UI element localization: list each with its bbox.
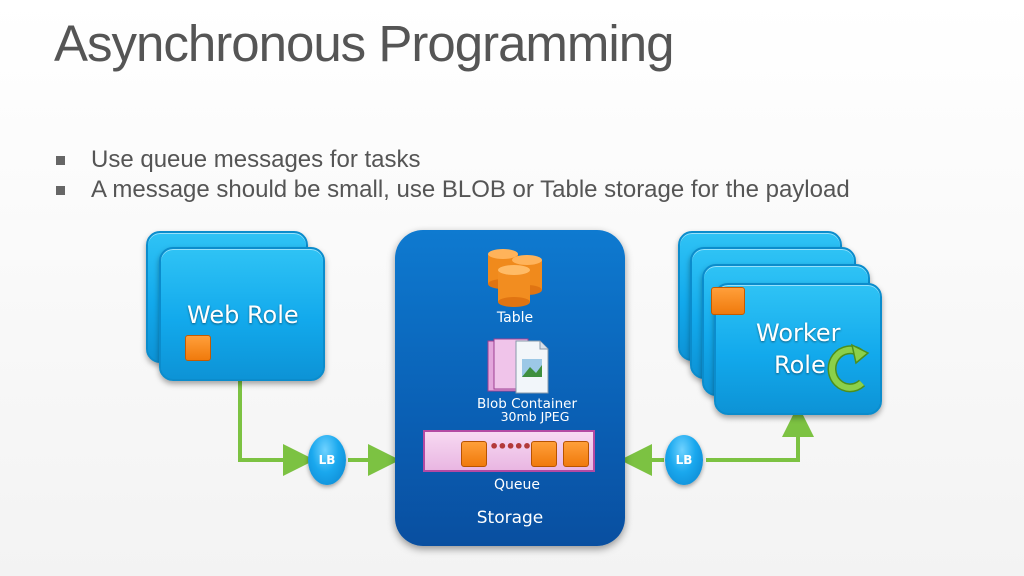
bullet-text: A message should be small, use BLOB or T… [91,176,850,203]
web-role-instance-icon [185,335,211,361]
bullet-text: Use queue messages for tasks [91,146,421,173]
storage-label: Storage [476,508,544,528]
web-to-lb-arrow [238,378,315,476]
blob-container-label: Blob Container [476,396,578,412]
worker-role-label-line2: Role [774,351,826,379]
queue-message-icon [531,441,557,467]
load-balancer-right: LB [665,435,703,485]
worker-role-label-line1: Worker [756,319,841,347]
bullet-marker [56,186,65,195]
table-label: Table [496,310,534,326]
bullet-item: Use queue messages for tasks [56,145,850,175]
queue: •••••• [423,430,595,472]
bullet-item: A message should be small, use BLOB or T… [56,175,850,205]
queue-dots: •••••• [489,437,540,456]
queue-message-icon [461,441,487,467]
web-role-label: Web Role [187,301,299,329]
lb-to-worker-arrow [706,405,814,462]
load-balancer-left: LB [308,435,346,485]
queue-label: Queue [494,477,540,493]
web-role-card: Web Role [159,247,325,381]
refresh-cycle-icon [827,343,870,393]
bullet-list: Use queue messages for tasks A message s… [56,145,850,205]
blob-item-label: 30mb JPEG [500,409,570,424]
bullet-marker [56,156,65,165]
blob-container-icon [487,338,549,394]
table-storage-icon [488,249,542,307]
worker-role-instance-icon [711,287,745,315]
slide-title: Asynchronous Programming [54,15,674,72]
queue-message-icon [563,441,589,467]
